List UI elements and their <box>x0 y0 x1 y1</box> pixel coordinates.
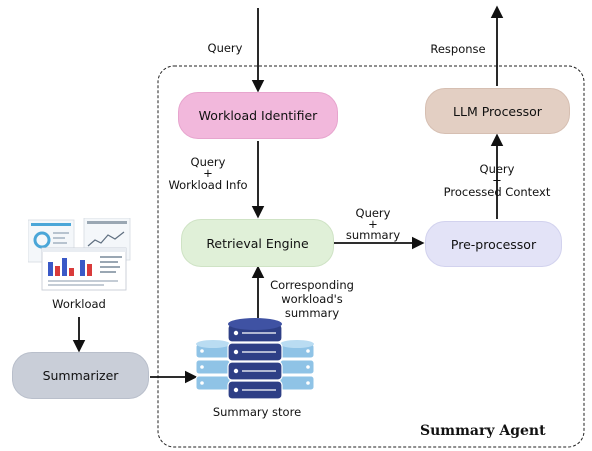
query-workload-info-label: Query + Workload Info <box>168 155 248 192</box>
agent-title: Summary Agent <box>420 423 546 439</box>
dashboard-thumbnail-icon <box>28 218 131 291</box>
summary-agent-boundary <box>157 65 585 448</box>
database-stack-icon <box>195 318 315 400</box>
query-in-label: Query <box>207 41 243 55</box>
summarizer-label: Summarizer <box>42 368 119 383</box>
retrieval-engine-label: Retrieval Engine <box>206 235 309 251</box>
response-label: Response <box>430 42 486 56</box>
query-summary-label: Query + summary <box>345 206 401 242</box>
pre-processor-node: Pre-processor <box>425 221 562 267</box>
pre-processor-label: Pre-processor <box>450 236 537 252</box>
summarizer-node: Summarizer <box>12 352 149 399</box>
llm-processor-label: LLM Processor <box>453 103 542 119</box>
llm-processor-node: LLM Processor <box>425 88 570 134</box>
summary-store-label: Summary store <box>212 405 302 419</box>
workload-identifier-label: Workload Identifier <box>198 108 318 123</box>
workload-label: Workload <box>52 297 106 311</box>
query-processed-context-label: Query + Processed Context <box>443 162 551 199</box>
corresponding-summary-label: Corresponding workload's summary <box>270 278 354 320</box>
retrieval-engine-node: Retrieval Engine <box>181 219 334 267</box>
workload-identifier-node: Workload Identifier <box>178 92 338 139</box>
